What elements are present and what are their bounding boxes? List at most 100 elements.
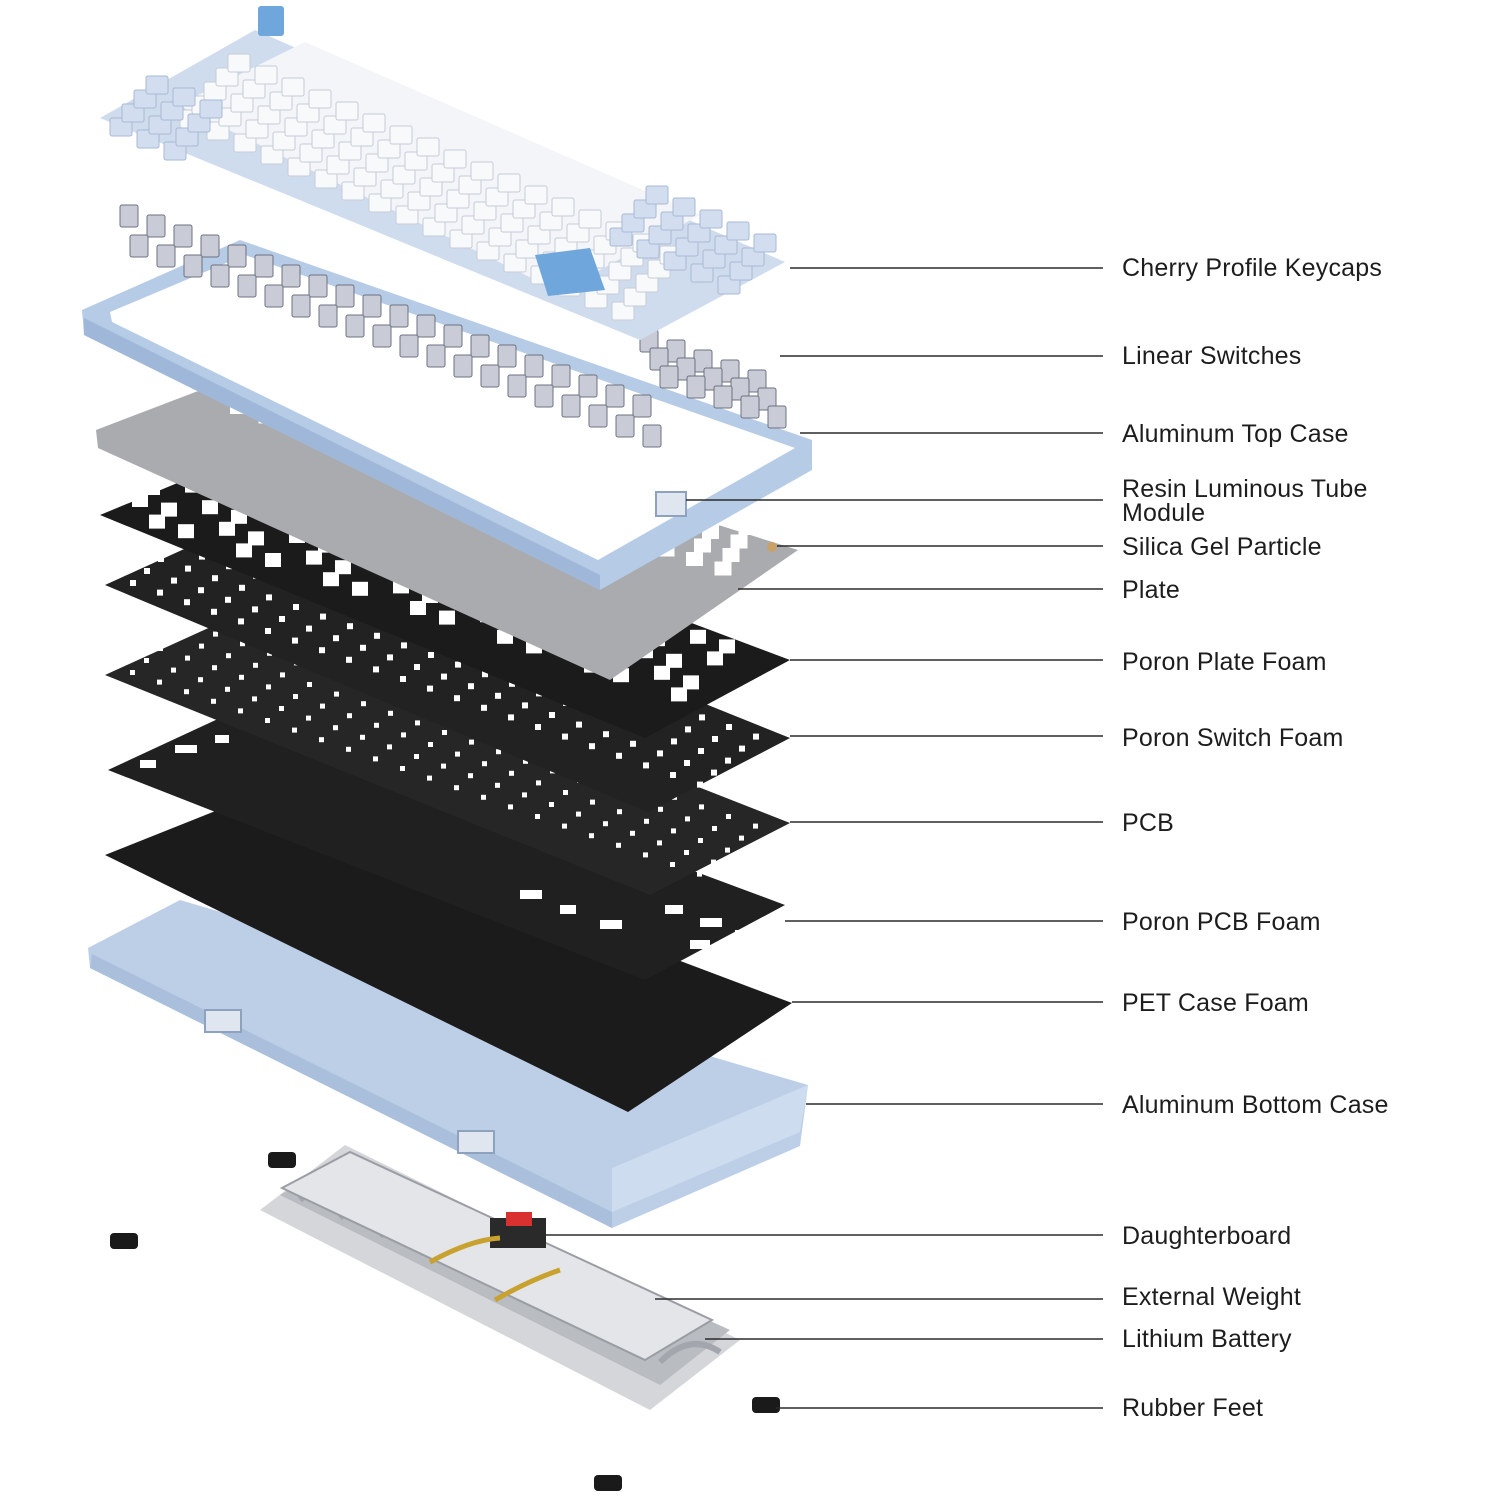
switch (632, 394, 652, 418)
pcb-hole (186, 622, 191, 627)
plate-foam-cutout (683, 675, 699, 690)
pet-case-foam-part (105, 798, 792, 1112)
pcb-hole (252, 696, 257, 702)
switch-foam-hole (522, 702, 528, 709)
switch (416, 314, 436, 338)
switch (399, 334, 419, 358)
keycap (497, 173, 521, 193)
switch-foam-hole (306, 625, 312, 632)
pcb-hole (184, 689, 189, 695)
switch-foam-hole (739, 745, 745, 752)
switch (156, 244, 176, 268)
switch-foam-hole (172, 544, 178, 550)
cherry-profile-keycaps-part (100, 6, 785, 340)
pcb-hole (266, 684, 271, 690)
switch-foam-hole (428, 652, 434, 658)
pcb-hole (739, 835, 744, 841)
switch-foam-hole (482, 671, 488, 678)
switch-foam-hole (549, 712, 555, 718)
pcb-hole (508, 804, 513, 810)
switch (713, 385, 733, 409)
pcb-hole (225, 686, 230, 692)
pcb-hole (427, 775, 432, 781)
switch-foam-hole (347, 623, 353, 630)
switch (588, 404, 608, 428)
keycap (524, 185, 548, 205)
poron-pcb-foam-part (108, 705, 785, 980)
label-poron-switch-foam: Poron Switch Foam (1122, 724, 1344, 752)
lithium-battery-part (279, 1150, 715, 1362)
plate-cutout (686, 552, 703, 566)
switch (470, 334, 490, 358)
pcb-hole (213, 631, 218, 637)
plate-foam-cutout (219, 521, 235, 536)
switch-foam-hole (685, 726, 691, 733)
switch-foam-hole (454, 695, 460, 702)
switch-foam-hole (360, 644, 366, 651)
plate-foam-cutout (236, 543, 252, 558)
switch-foam-hole (711, 769, 717, 776)
pcb-hole (279, 706, 284, 711)
pcb-hole (211, 698, 216, 704)
pcb-hole (536, 780, 541, 786)
pcb-hole (726, 814, 731, 819)
pcb-hole (684, 850, 689, 855)
switch-foam-hole (387, 654, 393, 661)
linear-switches-part (119, 204, 787, 448)
keycap (145, 75, 169, 95)
pcb-hole (373, 756, 378, 762)
switch-foam-hole (495, 692, 501, 699)
pcb-hole (414, 754, 419, 759)
switch-foam-hole (252, 606, 258, 613)
keycap (443, 149, 467, 169)
pcb-hole (698, 838, 703, 843)
plate-foam-cutout (690, 629, 706, 644)
switch (372, 324, 392, 348)
switch-foam-hole (468, 683, 474, 690)
keycap (227, 53, 251, 73)
switch-foam-hole (670, 772, 676, 778)
pcb-hole (347, 713, 352, 719)
pcb-hole (753, 823, 758, 829)
label-plate: Plate (1122, 576, 1180, 604)
pcb-hole (239, 674, 244, 680)
switch (173, 224, 193, 248)
pcb-hole (657, 840, 662, 846)
pcb-hole (441, 763, 446, 769)
plate-foam-cutout (202, 500, 218, 515)
plate-foam-cutout (248, 531, 264, 546)
switch (200, 234, 220, 258)
switch (551, 364, 571, 388)
switch-foam-hole (212, 575, 218, 582)
pcb-hole (360, 734, 365, 740)
switch-foam-hole (753, 733, 759, 740)
plate-cutout (738, 521, 756, 535)
switch (686, 375, 706, 399)
pcb-hole (292, 727, 297, 733)
plate-foam-cutout (352, 581, 368, 596)
label-rubber-feet: Rubber Feet (1122, 1394, 1264, 1422)
switch (767, 405, 787, 429)
plate-foam-cutout (707, 651, 723, 666)
pcb-hole (333, 725, 338, 731)
switch-foam-hole (184, 599, 190, 606)
pcb-hole (238, 708, 243, 714)
switch-foam-hole (238, 618, 244, 625)
plate-foam-cutout (439, 610, 455, 625)
switch-foam-hole (157, 589, 163, 596)
silica-gel-particle-part (767, 542, 777, 552)
keycap (281, 77, 305, 97)
label-poron-plate-foam: Poron Plate Foam (1122, 648, 1327, 676)
aluminum-bottom-case-part (88, 900, 808, 1228)
label-linear-switches: Linear Switches (1122, 342, 1302, 370)
switch-foam-hole (293, 604, 299, 610)
pcb-hole (306, 715, 311, 721)
pcb-hole (320, 703, 325, 709)
pcb-hole (172, 634, 177, 639)
switch (443, 324, 463, 348)
pcb-hole (523, 758, 528, 764)
switch-foam-hole (401, 642, 407, 649)
switch (524, 354, 544, 378)
switch-foam-hole (643, 762, 649, 769)
leader-lines (525, 267, 1103, 1409)
